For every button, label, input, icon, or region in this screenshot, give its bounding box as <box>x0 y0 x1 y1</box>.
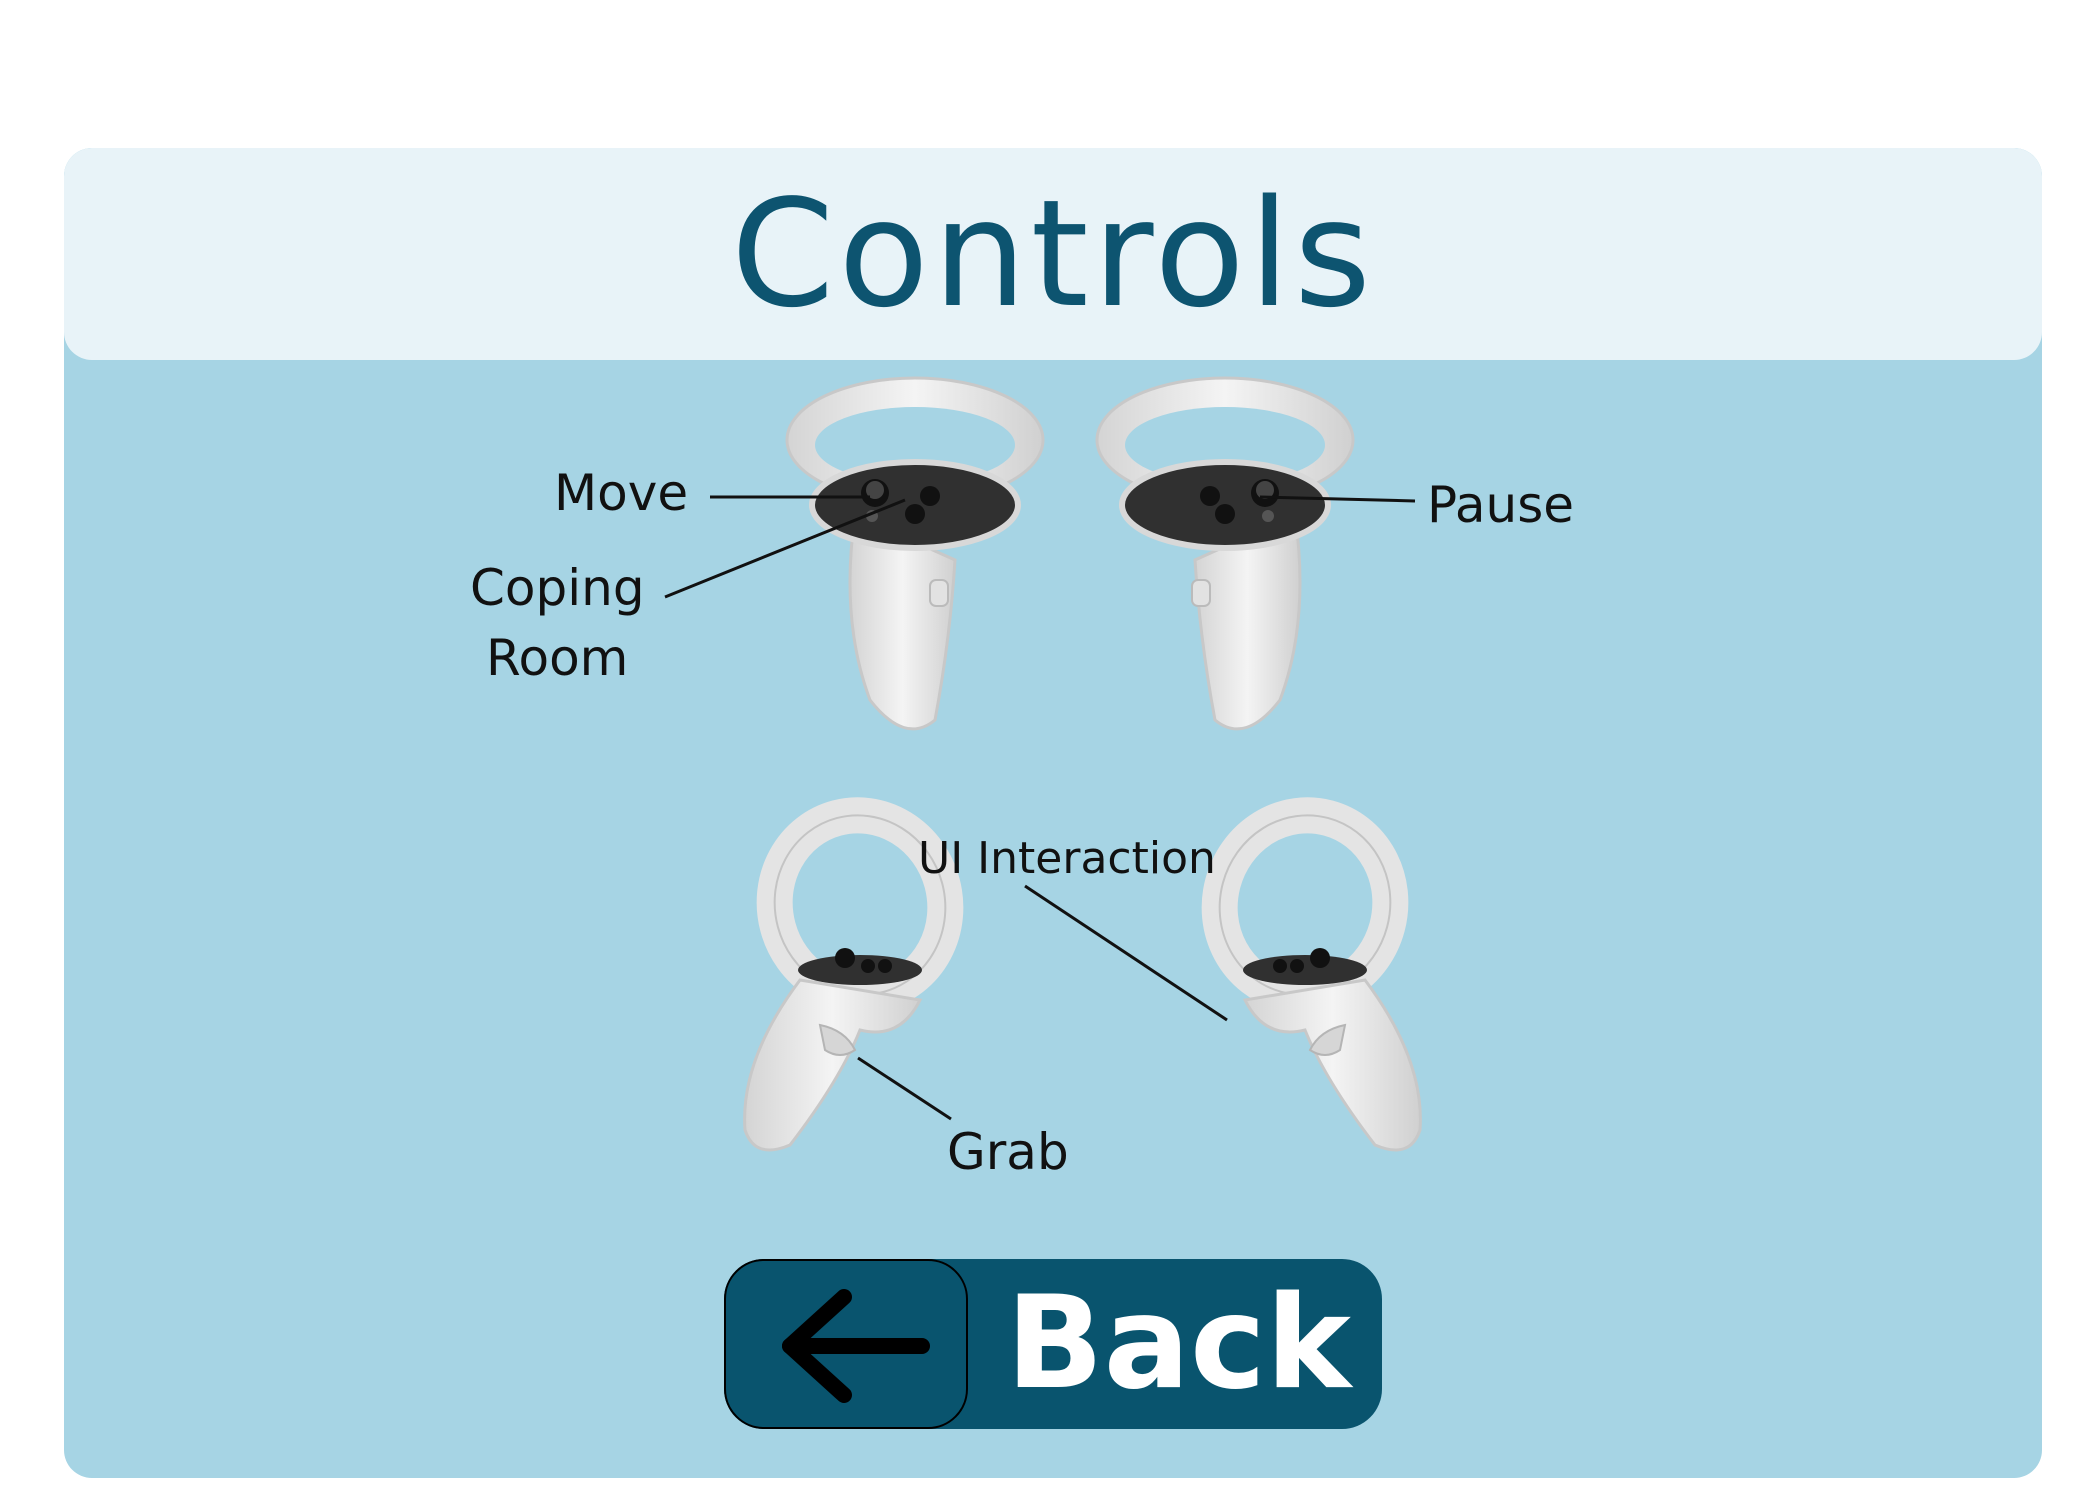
coping-room-label-2: Room <box>486 629 629 687</box>
arrow-left-icon <box>782 1289 930 1403</box>
grab-label: Grab <box>947 1123 1069 1181</box>
coping-room-leader-line <box>664 498 906 599</box>
controls-panel: Controls <box>64 148 2042 1478</box>
pause-label: Pause <box>1427 476 1575 534</box>
right-controller-front <box>1095 376 1355 731</box>
back-button-label: Back <box>1006 1269 1351 1418</box>
back-icon-box <box>724 1259 968 1429</box>
header-bar: Controls <box>64 148 2042 360</box>
ui-interaction-label: UI Interaction <box>918 833 1216 884</box>
grab-leader-line <box>857 1056 952 1121</box>
right-controller-side <box>1201 797 1422 1152</box>
page-title: Controls <box>730 168 1376 340</box>
coping-room-label: Coping <box>470 559 645 617</box>
ui-interaction-leader-line <box>1024 884 1228 1022</box>
back-button[interactable]: Back <box>724 1259 1382 1429</box>
move-label: Move <box>554 464 689 522</box>
left-controller-side <box>743 797 964 1152</box>
left-controller-front <box>785 376 1045 731</box>
pause-leader-line <box>1259 495 1416 503</box>
